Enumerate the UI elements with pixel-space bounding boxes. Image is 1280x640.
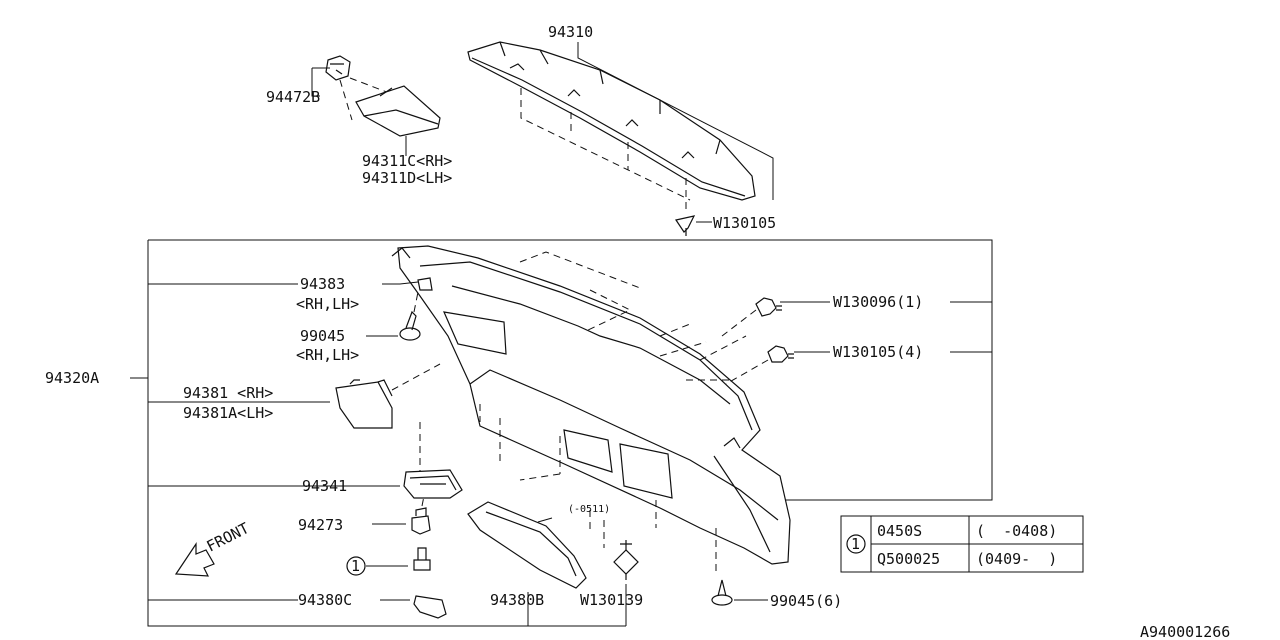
label-99045-6: 99045(6) xyxy=(770,592,842,610)
table-row2-range: (0409- ) xyxy=(976,550,1057,568)
callout-1-number: 1 xyxy=(351,557,360,575)
part-94311-cover xyxy=(355,85,441,137)
part-94381-lens xyxy=(335,379,393,429)
part-94380b-pocket xyxy=(467,501,587,589)
callout-1-circle xyxy=(346,556,366,576)
part-94310-trim xyxy=(467,41,756,201)
label-94381: 94381 <RH> xyxy=(183,384,273,402)
label-w130105-top: W130105 xyxy=(713,214,776,232)
label-94383-side: <RH,LH> xyxy=(296,295,359,313)
label-94383: 94383 xyxy=(300,275,345,293)
table-row1-part: 0450S xyxy=(877,522,922,540)
label-94310: 94310 xyxy=(548,23,593,41)
part-99045-upper xyxy=(399,310,421,341)
part-99045-lower xyxy=(711,579,733,606)
table-row2-part: Q500025 xyxy=(877,550,940,568)
reference-table xyxy=(840,515,1084,573)
label-94381a: 94381A<LH> xyxy=(183,404,273,422)
diagram-id: A940001266 xyxy=(1140,623,1230,640)
label-94311d: 94311D<LH> xyxy=(362,169,452,187)
leader-94310 xyxy=(577,42,774,200)
label-94320a: 94320A xyxy=(45,369,99,387)
label-94380c: 94380C xyxy=(298,591,352,609)
label-99045-upper: 99045 xyxy=(300,327,345,345)
part-screw xyxy=(413,547,431,571)
label-range-0511: (-0511) xyxy=(568,504,610,515)
label-w130139: W130139 xyxy=(580,591,643,609)
part-main-trim-panel xyxy=(391,245,791,565)
table-key: 1 xyxy=(851,535,860,553)
label-94341: 94341 xyxy=(302,477,347,495)
label-front: FRONT xyxy=(204,519,252,556)
clip-w130139 xyxy=(613,540,639,580)
label-w130096: W130096(1) xyxy=(833,293,923,311)
label-94380b: 94380B xyxy=(490,591,544,609)
assembly-box-94320a xyxy=(130,239,993,627)
table-row1-range: ( -0408) xyxy=(976,522,1057,540)
label-94311c: 94311C<RH> xyxy=(362,152,452,170)
part-94380c xyxy=(413,595,447,619)
label-94472b: 94472B xyxy=(266,88,320,106)
clip-w130096 xyxy=(755,297,782,317)
clip-w130105-top xyxy=(675,215,696,236)
clip-w130105-4 xyxy=(767,345,794,363)
label-94273: 94273 xyxy=(298,516,343,534)
part-94472b-clip xyxy=(325,55,351,81)
front-arrow-icon xyxy=(174,542,215,577)
label-99045-side: <RH,LH> xyxy=(296,346,359,364)
label-w130105-4: W130105(4) xyxy=(833,343,923,361)
part-94273-clip xyxy=(411,507,431,535)
part-94341-handle xyxy=(403,469,463,499)
